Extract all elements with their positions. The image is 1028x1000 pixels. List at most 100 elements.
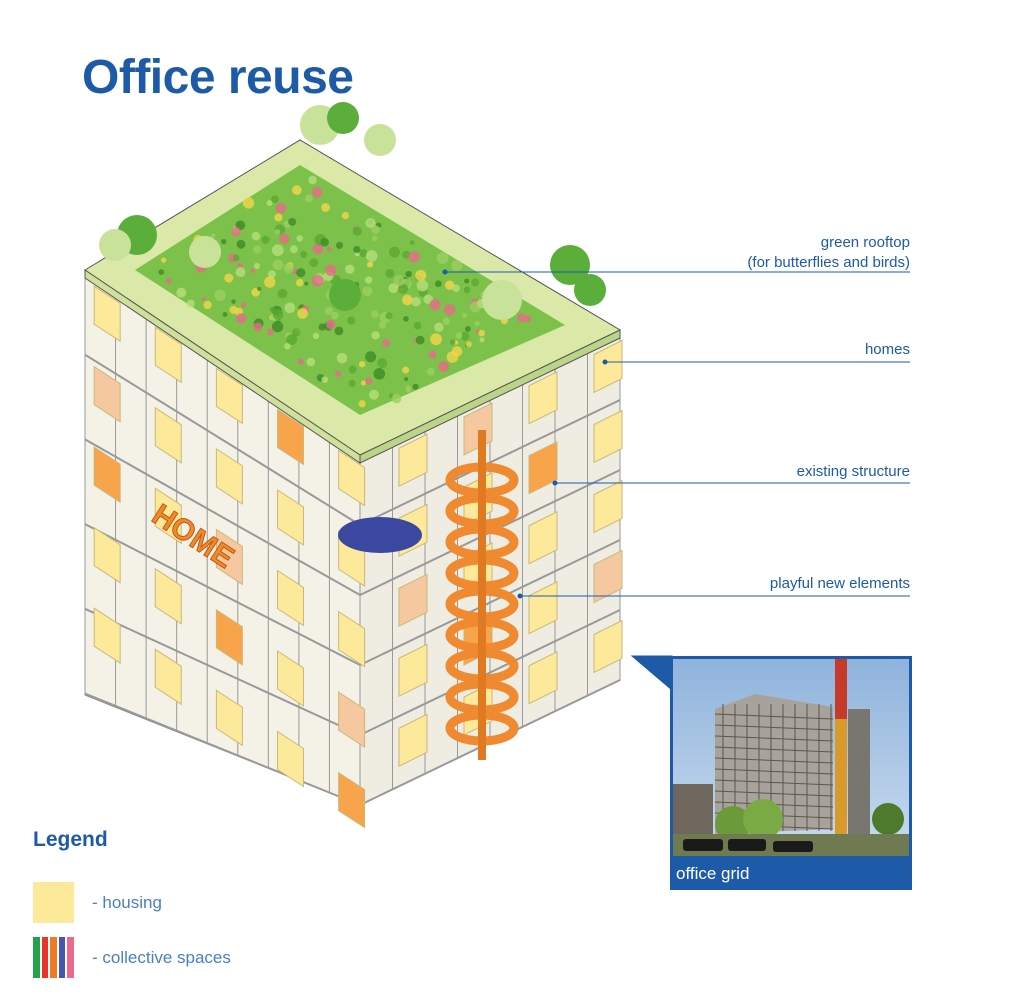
plant	[434, 323, 443, 332]
plant	[266, 200, 272, 206]
plant	[285, 303, 296, 314]
plant	[445, 281, 454, 290]
plant	[158, 269, 164, 275]
stair-column	[478, 430, 486, 760]
plant	[325, 265, 336, 276]
plant	[367, 262, 373, 268]
plant	[292, 328, 300, 336]
tree	[329, 279, 361, 311]
plant	[361, 380, 366, 385]
plant	[321, 376, 328, 383]
plant	[320, 238, 329, 247]
plant	[365, 378, 372, 385]
plant	[203, 301, 211, 309]
plant	[241, 303, 246, 308]
callout-green-rooftop: green rooftop (for butterflies and birds…	[747, 233, 910, 273]
plant	[326, 320, 335, 329]
plant	[252, 232, 261, 241]
plant	[224, 273, 233, 282]
plant	[276, 203, 287, 214]
callout-playful-elements: playful new elements	[770, 574, 910, 594]
tree	[327, 102, 359, 134]
plant	[296, 268, 305, 277]
plant	[233, 255, 240, 262]
legend-item-collective: - collective spaces	[33, 937, 231, 978]
plant	[342, 212, 349, 219]
plant	[371, 331, 379, 339]
plant	[404, 377, 408, 381]
plant	[438, 361, 449, 372]
plant	[349, 366, 357, 374]
blue-drum	[338, 517, 422, 553]
plant	[264, 276, 275, 287]
plant	[394, 275, 405, 286]
plant	[335, 371, 341, 377]
plant	[187, 300, 195, 308]
plant	[161, 258, 166, 263]
plant	[517, 313, 526, 322]
plant	[450, 339, 456, 345]
plant	[300, 251, 307, 258]
plant	[402, 366, 409, 373]
plant	[371, 310, 379, 318]
plant	[284, 263, 294, 273]
housing-swatch	[33, 882, 74, 923]
plant	[243, 197, 254, 208]
plant	[416, 336, 425, 345]
plant	[451, 260, 462, 271]
callout-homes: homes	[865, 340, 910, 360]
plant	[296, 235, 302, 241]
plant	[402, 295, 413, 306]
plant	[435, 280, 442, 287]
plant	[382, 339, 390, 347]
callout-dot	[603, 360, 607, 364]
plant	[411, 297, 421, 307]
callout-dot	[553, 481, 557, 485]
plant	[214, 290, 225, 301]
plant	[313, 333, 319, 339]
plant	[337, 353, 348, 364]
collective-stripe	[42, 937, 49, 978]
plant	[261, 236, 269, 244]
plant	[365, 276, 372, 283]
plant	[221, 239, 226, 244]
photo-pointer	[632, 656, 672, 690]
plant	[478, 330, 485, 337]
plant	[415, 270, 426, 281]
plant	[372, 236, 377, 241]
callout-rooftop-line2: (for butterflies and birds)	[747, 253, 910, 273]
callout-existing-structure: existing structure	[797, 462, 910, 482]
plant	[274, 213, 282, 221]
plant	[312, 275, 324, 287]
plant	[359, 400, 366, 407]
plant	[444, 304, 455, 315]
plant	[304, 282, 308, 286]
plant	[288, 218, 296, 226]
plant	[362, 286, 372, 296]
plant	[296, 279, 304, 287]
plant	[406, 387, 411, 392]
tree	[550, 245, 590, 285]
plant	[257, 287, 261, 291]
plant	[272, 321, 283, 332]
plant	[297, 308, 308, 319]
plant	[284, 343, 291, 350]
plant	[345, 265, 354, 274]
plant	[403, 316, 409, 322]
callout-dot	[518, 594, 522, 598]
plant	[405, 271, 411, 277]
plant	[365, 351, 376, 362]
plant	[389, 247, 400, 258]
plant	[231, 227, 240, 236]
plant	[371, 225, 380, 234]
plant	[353, 227, 362, 236]
plant	[408, 251, 419, 262]
plant	[236, 267, 246, 277]
legend-label: - collective spaces	[92, 948, 231, 968]
plant	[236, 313, 246, 323]
plant	[385, 312, 392, 319]
callout-rooftop-line1: green rooftop	[747, 233, 910, 253]
plant	[176, 288, 186, 298]
plant	[456, 332, 462, 338]
plant	[447, 351, 459, 363]
